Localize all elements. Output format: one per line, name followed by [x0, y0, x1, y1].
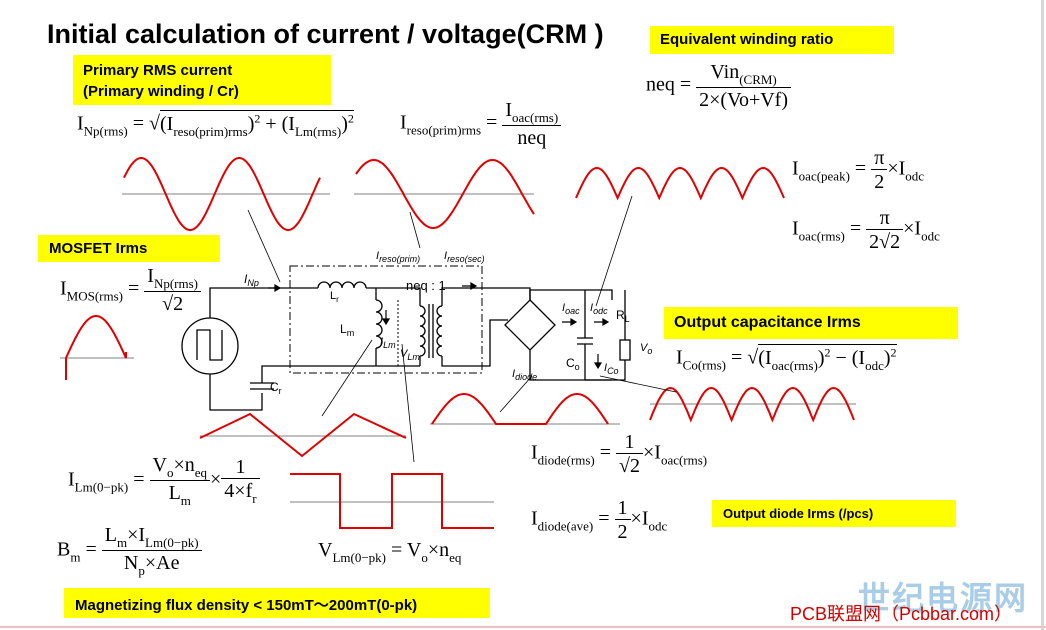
lr-inductor-symbol	[317, 281, 367, 289]
primary-rms-line1: Primary RMS current	[83, 62, 233, 79]
square-wave-icon	[196, 329, 223, 361]
wave-inp-sine	[123, 157, 321, 231]
watermark-logo: 世纪电源网	[858, 580, 1029, 616]
formula-inp-rms: INp(rms) = √(Ireso(prim)rms)2 + (ILm(rms…	[77, 109, 354, 139]
label-inp: INp	[244, 272, 259, 288]
current-arrows	[268, 281, 610, 370]
transformer-primary-winding	[419, 305, 426, 357]
leader-ico	[599, 375, 677, 393]
wave-mosfet-halfsine	[65, 315, 127, 380]
ilm-arrow	[381, 310, 391, 326]
label-lr: Lr	[330, 290, 339, 304]
flux-density-box: Magnetizing flux density < 150mT～200mT(0…	[64, 588, 490, 618]
label-ioac: Ioac	[562, 302, 580, 316]
formula-bm: Bm = Lm×ILm(0−pk)Np×Ae	[57, 525, 202, 577]
secondary-bottom-wire	[441, 319, 508, 367]
load-wire	[585, 290, 626, 381]
label-rl: RL	[616, 308, 630, 324]
bridge-output-top	[529, 289, 613, 300]
mosfet-irms-box: MOSFET Irms	[38, 235, 220, 262]
output-diode-box: Output diode Irms (/pcs)	[712, 500, 956, 527]
primary-return-wire	[261, 365, 420, 383]
wave-idiode-halfsine	[431, 393, 609, 425]
label-ilm: ILm	[380, 336, 396, 350]
output-cap-box: Output capacitance Irms	[664, 307, 958, 339]
primary-rms-line2: (Primary winding / Cr)	[83, 83, 239, 100]
lr-to-transformer-wire	[366, 287, 421, 306]
co-capacitor-symbol	[577, 290, 593, 380]
slide-border-bottom	[0, 626, 1046, 628]
formula-imos-rms: IMOS(rms) = INp(rms)√2	[60, 266, 202, 314]
primary-rms-box: Primary RMS current (Primary winding / C…	[73, 55, 331, 105]
wave-ireso-prim-sine	[355, 158, 535, 230]
circuit-schematic	[181, 281, 631, 411]
rl-load-resistor	[619, 339, 631, 361]
label-cr: Cr	[270, 380, 282, 396]
transformer-core	[428, 304, 434, 358]
leader-lines	[247, 195, 677, 463]
iodc-arrow	[594, 317, 610, 327]
leader-ioac	[595, 195, 633, 307]
wave-vlm-square	[290, 473, 494, 529]
label-ratio: neq : 1	[406, 278, 446, 293]
label-ireso-sec: Ireso(sec)	[444, 250, 485, 264]
primary-top-wire	[209, 287, 318, 318]
label-idiode: Idiode	[512, 368, 538, 382]
label-ico: ICo	[604, 362, 619, 376]
secondary-top-wire	[441, 287, 531, 306]
waveform-layer	[60, 157, 856, 529]
inp-arrow	[268, 283, 282, 293]
label-co: Co	[566, 356, 580, 372]
formula-vlm-pk: VLm(0−pk) = Vo×neq	[318, 539, 462, 565]
winding-ratio-box: Equivalent winding ratio	[650, 26, 894, 54]
leader-vlm	[401, 343, 415, 463]
leader-ireso-prim	[409, 211, 421, 249]
ireso-sec-arrow	[462, 281, 478, 291]
primary-bottom-wire	[209, 374, 263, 411]
page-title: Initial calculation of current / voltage…	[47, 19, 604, 49]
formula-idiode-rms: Idiode(rms) = 1√2×Ioac(rms)	[531, 431, 708, 477]
footer-source: PCB联盟网（Pcbbar.com）	[790, 604, 1013, 624]
bridge-rectifier	[504, 299, 556, 351]
wave-ioac-rectified	[575, 166, 785, 201]
label-iodc: Iodc	[590, 302, 608, 316]
label-lm: Lm	[340, 322, 355, 338]
lm-inductor-symbol	[375, 299, 383, 349]
formula-neq: neq = Vin(CRM)2×(Vo+Vf)	[646, 62, 792, 110]
label-vlm: VLm	[400, 348, 420, 362]
ico-arrow	[593, 354, 603, 370]
wave-ico-ripple	[649, 386, 855, 423]
leader-ilm	[321, 339, 373, 417]
ioac-arrow	[562, 317, 578, 327]
leader-inp	[247, 209, 281, 283]
transformer-boundary	[289, 265, 483, 374]
label-ireso-prim: Ireso(prim)	[376, 250, 421, 264]
slide-border-right	[1041, 0, 1044, 630]
label-vo: Vo	[640, 342, 653, 356]
transformer-secondary-winding	[436, 305, 443, 357]
wave-ilm-triangle	[199, 412, 407, 458]
leader-idiode	[499, 375, 533, 413]
formula-ireso-prim-rms: Ireso(prim)rms = Ioac(rms)neq	[400, 100, 562, 148]
formula-ico-rms: ICo(rms) = √(Ioac(rms))2 − (Iodc)2	[676, 343, 897, 373]
